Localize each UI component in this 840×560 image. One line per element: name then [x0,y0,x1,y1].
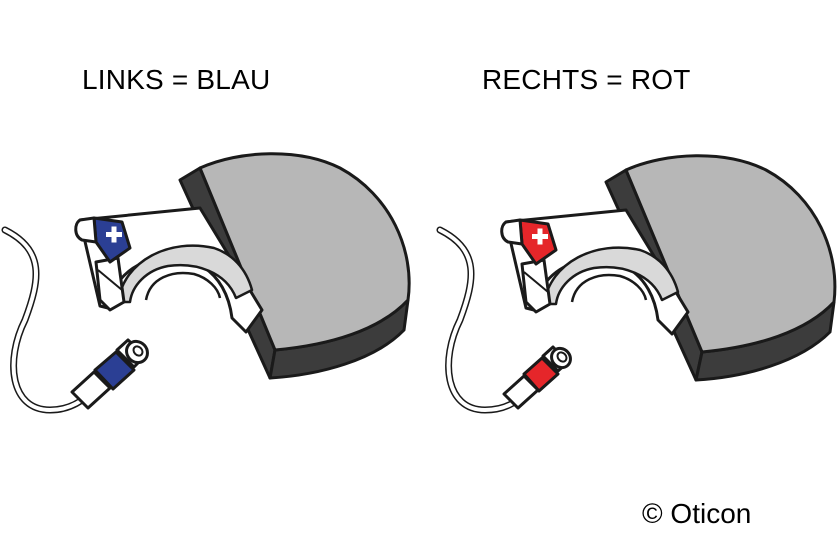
receiver-stem [520,258,552,314]
plus-icon [106,226,122,243]
right-side-label: RECHTS = ROT [482,64,691,95]
receiver-channel [116,244,254,304]
connector-color-band [522,356,560,393]
copyright-notice: © Oticon [642,498,752,529]
right-hearing-aid-illustration [436,154,837,414]
device-housing [624,154,837,354]
device-housing [198,152,411,352]
receiver-channel [542,246,680,306]
plus-icon [532,228,548,245]
left-side-label: LINKS = BLAU [82,64,271,95]
left-hearing-aid-illustration [1,152,411,414]
receiver-stem [94,256,126,312]
connector-color-band [93,350,136,391]
